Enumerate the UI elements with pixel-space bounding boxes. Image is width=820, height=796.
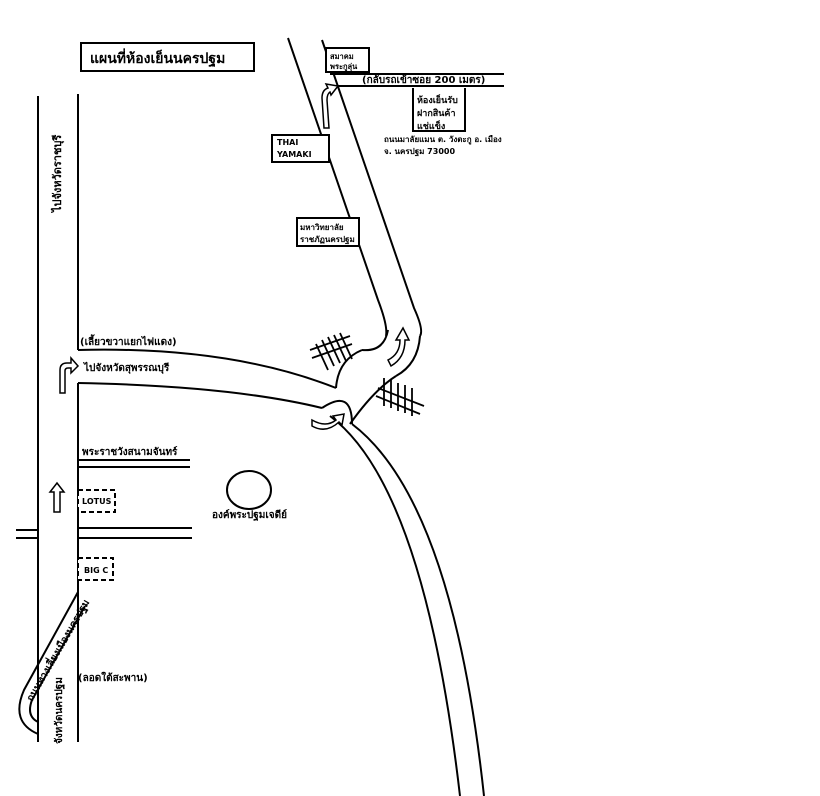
label-turn-right: (เลี้ยวขวาแยกไฟแดง) <box>80 334 177 348</box>
railway-crossing-south <box>375 378 425 416</box>
svg-text:ฝากสินค้า: ฝากสินค้า <box>417 108 456 119</box>
rajabhat-university: มหาวิทยาลัย ราชภัฏนครปฐม <box>296 217 360 247</box>
svg-text:ห้องเย็นรับ: ห้องเย็นรับ <box>417 93 458 106</box>
roundabout-arrow-icon <box>386 326 411 368</box>
road-suphanburi <box>77 348 485 796</box>
label-nakhon-pathom: จังหวัดนครปฐม <box>53 677 65 744</box>
svg-text:BIG C: BIG C <box>84 566 108 575</box>
association: สมาคม พระกูลุ่น <box>325 47 370 73</box>
curve-arrow-icon <box>311 413 345 430</box>
label-u-turn: (กลับรถเข้าซอย 200 เมตร) <box>362 74 485 86</box>
thai-yamaki: THAI YAMAKI <box>271 134 330 163</box>
lotus-store: LOTUS <box>77 489 116 513</box>
svg-text:LOTUS: LOTUS <box>82 497 112 506</box>
soi-side-road <box>330 73 504 87</box>
big-c-store: BIG C <box>77 557 114 581</box>
svg-text:องค์พระปฐมเจดีย์: องค์พระปฐมเจดีย์ <box>212 509 287 521</box>
svg-text:THAI: THAI <box>277 138 298 147</box>
turn-right-arrow-icon <box>59 356 80 394</box>
svg-text:มหาวิทยาลัย: มหาวิทยาลัย <box>300 223 344 232</box>
railway-crossing-north <box>309 332 353 371</box>
up-arrow-icon <box>48 481 66 513</box>
label-sanam-chan: พระราชวังสนามจันทร์ <box>82 446 178 458</box>
sanam-chan-road <box>78 459 190 468</box>
north-arrow-icon <box>321 83 340 129</box>
phra-pathom-chedi: องค์พระปฐมเจดีย์ <box>212 470 287 521</box>
middle-cross-road <box>78 527 192 539</box>
map-title: แผนที่ห้องเย็นนครปฐม <box>80 42 255 72</box>
svg-text:แผนที่ห้องเย็นนครปฐม: แผนที่ห้องเย็นนครปฐม <box>90 48 225 68</box>
svg-text:พระกูลุ่น: พระกูลุ่น <box>330 62 358 72</box>
svg-text:แช่แข็ง: แช่แข็ง <box>417 119 445 132</box>
label-to-suphanburi: ไปจังหวัดสุพรรณบุรี <box>83 361 170 374</box>
svg-text:YAMAKI: YAMAKI <box>276 150 312 159</box>
svg-text:ราชภัฏนครปฐม: ราชภัฏนครปฐม <box>300 235 355 245</box>
cross-road-stub <box>16 529 38 539</box>
label-underpass: (ลอดใต้สะพาน) <box>78 671 148 684</box>
destination-address: ถนนมาลัยแมน ต. วังตะกู อ. เมือง จ. นครปฐ… <box>384 134 502 157</box>
svg-text:จ. นครปฐม 73000: จ. นครปฐม 73000 <box>384 147 455 157</box>
svg-text:ถนนมาลัยแมน ต. วังตะกู อ. เมือ: ถนนมาลัยแมน ต. วังตะกู อ. เมือง <box>384 134 502 145</box>
road-malaiman <box>287 37 423 337</box>
svg-text:สมาคม: สมาคม <box>330 52 354 61</box>
label-to-ratchaburi: ไปจังหวัดราชบุรี <box>50 135 65 214</box>
cold-storage-destination: ห้องเย็นรับ ฝากสินค้า แช่แข็ง <box>412 88 466 132</box>
